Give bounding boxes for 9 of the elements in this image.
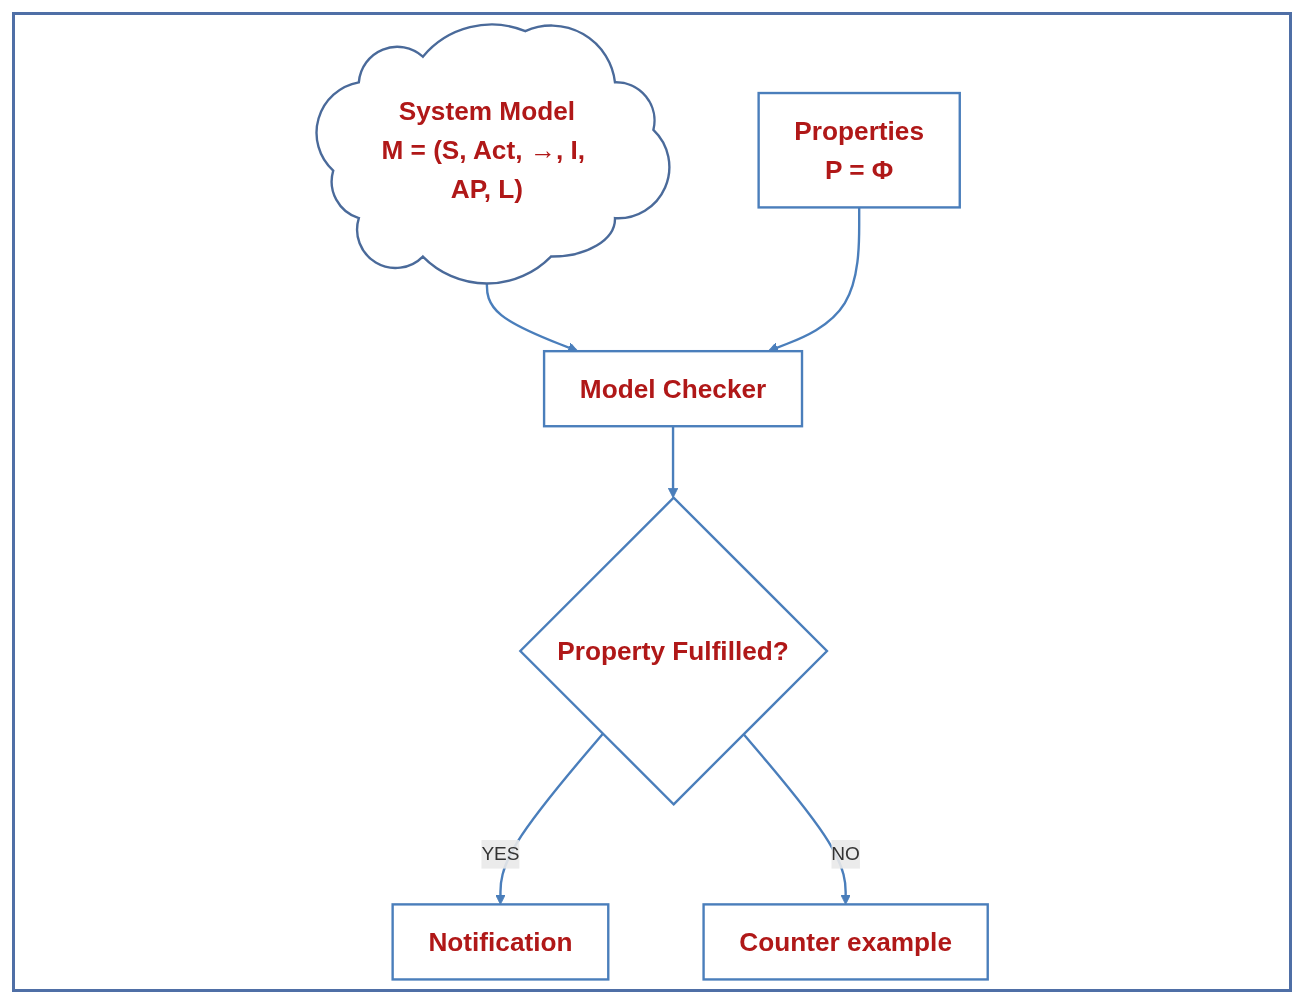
node-box: Counter example xyxy=(702,903,989,981)
node-box: Model Checker xyxy=(542,350,804,428)
arrow xyxy=(667,426,679,499)
node-box: Properties P = Φ xyxy=(757,91,961,209)
node-box: Notification xyxy=(391,903,610,981)
edge-label: NO xyxy=(831,843,860,864)
arrow xyxy=(742,733,851,905)
node-diamond: Property Fulfilled? xyxy=(518,496,829,806)
edge-label: YES xyxy=(481,843,520,864)
